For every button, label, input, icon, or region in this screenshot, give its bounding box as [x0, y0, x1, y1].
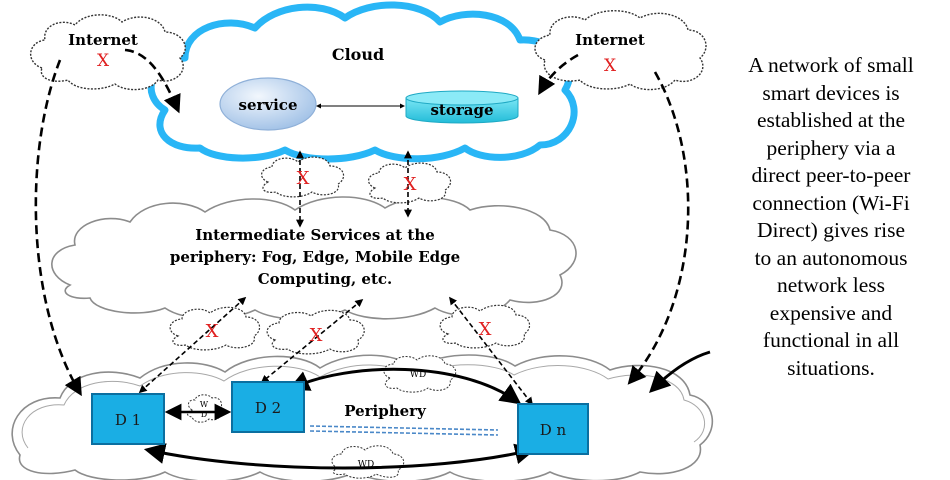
d1-dn-link [143, 443, 537, 470]
d2-dn-dashed-link-1 [309, 425, 499, 431]
internet-left-to-d1-arrow [34, 59, 82, 397]
intermediate-line-3: Computing, etc. [258, 270, 393, 288]
internet-left-x: X [97, 51, 110, 71]
d2-dn-dashed-link-2 [309, 430, 499, 436]
x-mark-3: X [206, 321, 219, 342]
side-description: A network of small smart devices is esta… [748, 53, 914, 380]
periphery-label: Periphery [344, 402, 427, 420]
intermediate-line-2: periphery: Fog, Edge, Mobile Edge [170, 248, 460, 266]
d2-dn-link [288, 367, 522, 405]
wd-small-d: D [201, 410, 207, 419]
x-mark-5: X [479, 319, 492, 340]
service-label: service [239, 96, 298, 114]
cloud-title: Cloud [332, 45, 384, 64]
wd-bottom-label: WD [358, 460, 374, 470]
dashed-arrows [34, 48, 690, 406]
device-dn: D n [517, 403, 589, 455]
internet-cloud-left [30, 14, 186, 91]
device-d2-label: D 2 [255, 399, 281, 417]
internet-cloud-right [534, 10, 707, 91]
main-cloud [147, 1, 578, 163]
x-mark-1: X [297, 168, 310, 189]
storage-label: storage [430, 101, 493, 119]
internet-right-to-cloud-arrow [538, 53, 579, 96]
storage-node [405, 90, 519, 124]
wd-top-label: WD [410, 370, 426, 380]
intermediate-to-d2-arrow [260, 298, 364, 384]
intermediate-line-1: Intermediate Services at the [195, 226, 435, 244]
wd-small-w: W [200, 400, 209, 409]
device-links [143, 350, 711, 470]
internet-left-label: Internet [68, 31, 138, 49]
internet-right-to-periphery-arrow [627, 71, 690, 385]
device-dn-label: D n [540, 421, 567, 439]
internet-right-label: Internet [575, 31, 645, 49]
device-d1-label: D 1 [115, 411, 141, 429]
intermediate-to-dn-arrow [449, 296, 533, 406]
device-d1: D 1 [91, 393, 165, 445]
callout-arrow [649, 350, 711, 393]
x-mark-4: X [310, 325, 323, 346]
device-d2: D 2 [231, 381, 305, 433]
internet-left-to-cloud-arrow [124, 48, 181, 114]
x-mark-2: X [404, 174, 417, 195]
internet-right-x: X [604, 56, 617, 76]
